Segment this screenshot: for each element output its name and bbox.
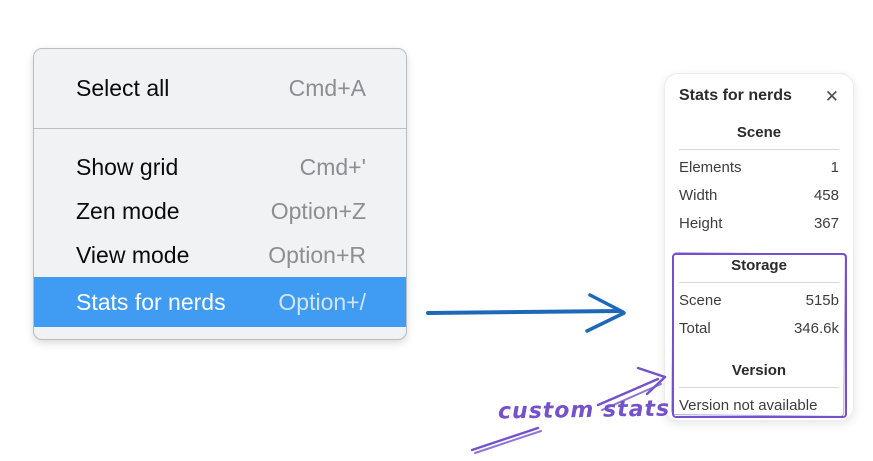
menu-item-label: View mode xyxy=(76,241,190,268)
section-divider xyxy=(679,149,839,150)
stat-row-scene-size: Scene 515b xyxy=(679,287,839,315)
menu-item-stats-for-nerds[interactable]: Stats for nerds Option+/ xyxy=(34,277,406,327)
menu-item-shortcut: Option+Z xyxy=(270,197,366,224)
stat-label: Total xyxy=(679,320,711,337)
menu-item-shortcut: Option+R xyxy=(268,241,366,268)
stats-panel-title: Stats for nerds xyxy=(679,87,792,104)
stat-value: 346.6k xyxy=(793,320,839,337)
close-icon[interactable]: ✕ xyxy=(824,86,839,106)
menu-divider xyxy=(34,128,406,129)
version-section-heading: Version xyxy=(731,362,787,379)
stat-value: 1 xyxy=(830,159,839,176)
stats-panel-header: Stats for nerds ✕ xyxy=(679,87,839,105)
menu-item-shortcut: Cmd+' xyxy=(299,153,366,180)
menu-item-label: Zen mode xyxy=(76,197,180,224)
stat-label: Width xyxy=(679,187,718,204)
menu-item-label: Show grid xyxy=(76,153,179,180)
menu-item-shortcut: Option+/ xyxy=(278,288,366,315)
section-divider xyxy=(679,387,839,388)
stat-value: 458 xyxy=(813,187,839,204)
context-menu: Select all Cmd+A Show grid Cmd+' Zen mod… xyxy=(33,48,407,340)
storage-section-heading: Storage xyxy=(731,257,787,274)
stat-label: Scene xyxy=(679,292,722,309)
annotation-arrow-drawing xyxy=(470,366,667,454)
right-arrow-drawing xyxy=(426,293,626,333)
menu-item-shortcut: Cmd+A xyxy=(288,75,366,101)
menu-item-select-all[interactable]: Select all Cmd+A xyxy=(34,49,406,128)
stat-row-elements: Elements 1 xyxy=(679,154,839,182)
menu-item-label: Stats for nerds xyxy=(76,288,226,315)
stat-row-height: Height 367 xyxy=(679,210,839,238)
stat-value: 367 xyxy=(813,215,839,232)
stat-row-width: Width 458 xyxy=(679,182,839,210)
stat-label: Height xyxy=(679,215,723,232)
section-divider xyxy=(679,282,839,283)
menu-item-view-mode[interactable]: View mode Option+R xyxy=(34,233,406,277)
version-note: Version not available xyxy=(679,397,818,414)
stats-panel: Stats for nerds ✕ Scene Elements 1 Width… xyxy=(664,73,854,421)
stat-row-total-size: Total 346.6k xyxy=(679,315,839,343)
menu-item-show-grid[interactable]: Show grid Cmd+' xyxy=(34,145,406,189)
stat-label: Elements xyxy=(679,159,742,176)
menu-item-zen-mode[interactable]: Zen mode Option+Z xyxy=(34,189,406,233)
stat-value: 515b xyxy=(805,292,839,309)
menu-item-label: Select all xyxy=(76,75,170,101)
scene-section-heading: Scene xyxy=(736,124,782,141)
